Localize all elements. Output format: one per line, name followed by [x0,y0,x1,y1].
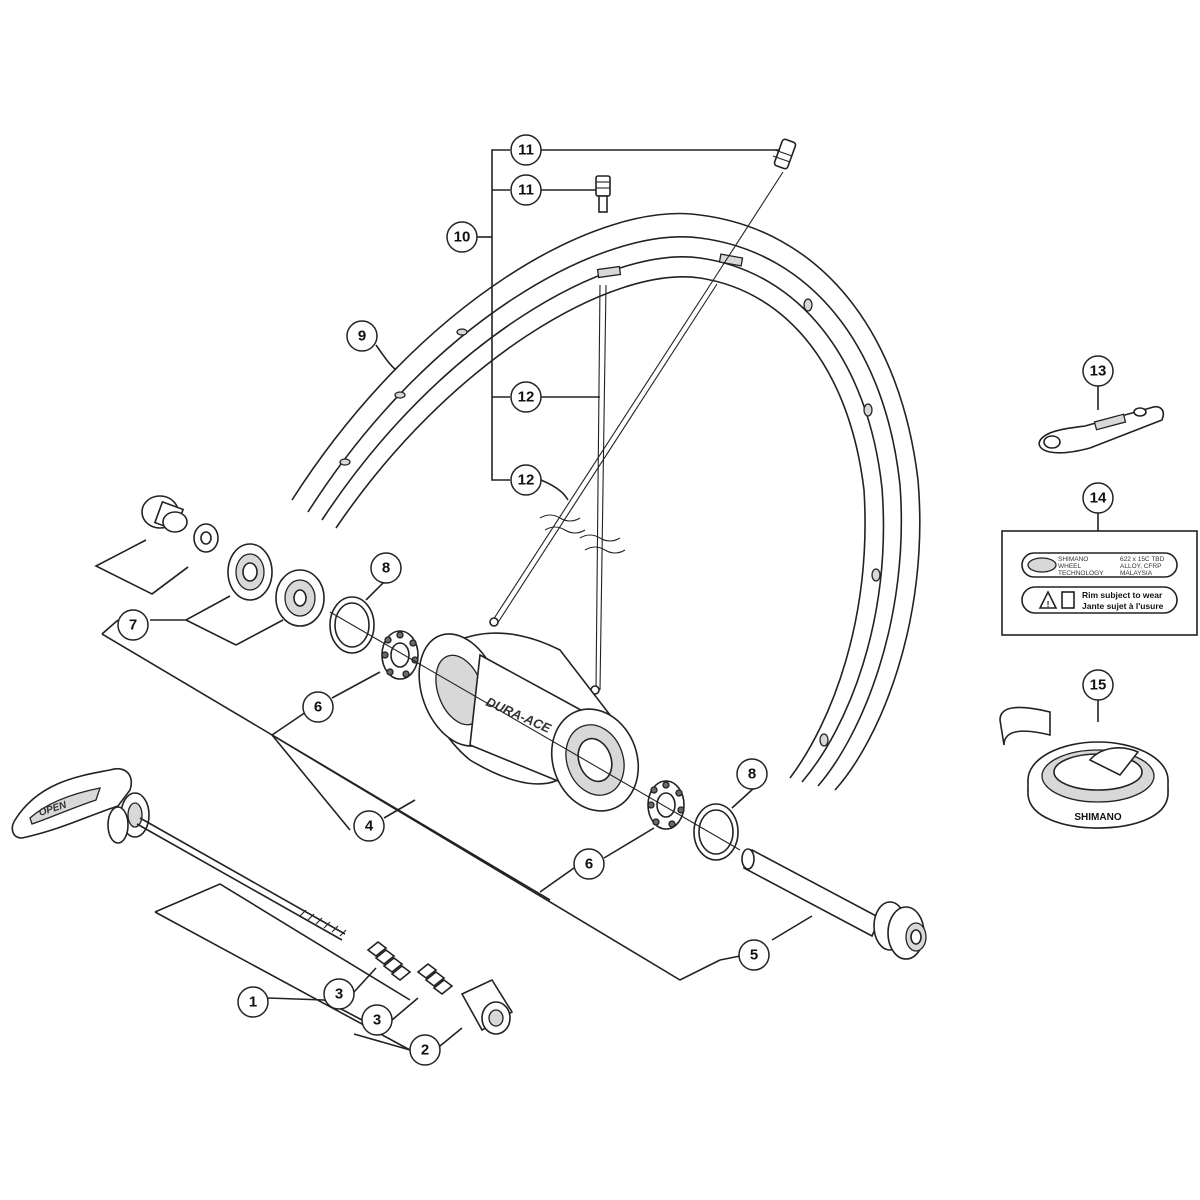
decal-wheel-text: WHEEL [1058,563,1082,570]
decal-size-text: 622 x 15C TBD [1120,556,1165,563]
quick-release-skewer [136,817,347,941]
rim-spoke-hole [871,568,881,582]
callout-label: 12 [518,389,535,406]
callout-14: 14 [1082,482,1114,514]
quick-release-spring-1 [366,940,412,982]
rim-spoke-hole [394,391,406,399]
spacer-washer-left [193,523,219,553]
cone-left [275,569,325,627]
callout-3-upper: 3 [323,978,355,1010]
callout-4: 4 [353,810,385,842]
callout-label: 11 [518,182,534,199]
callout-label: 2 [421,1042,429,1059]
bearing-right [647,780,685,830]
decal-origin-text: MALAYSIA [1120,570,1153,577]
rim-spoke-hole [819,733,829,747]
callout-label: 15 [1090,677,1107,694]
callout-label: 12 [518,472,535,489]
callout-label: 13 [1090,363,1107,380]
callout-label: 10 [454,229,471,246]
quick-release-spring-2 [416,962,454,996]
callout-label: 3 [373,1012,381,1029]
svg-text:!: ! [1047,599,1050,609]
lock-nut-left [227,543,273,601]
hub-axle [329,611,927,960]
spokes [489,171,784,695]
decal-warning-english: Rim subject to wear [1082,590,1163,600]
decal-material-text: ALLOY, CFRP [1120,563,1161,570]
manual-icon [1061,591,1075,609]
rim-spoke-hole [803,298,813,312]
tape-brand: SHIMANO [1074,812,1121,823]
callout-2: 2 [409,1034,441,1066]
callout-8-left: 8 [370,552,402,584]
rim-spoke-hole [339,458,351,466]
callout-label: 14 [1090,490,1107,507]
callout-15: 15 [1082,669,1114,701]
callout-label: 6 [314,699,322,716]
callout-label: 1 [249,994,257,1011]
callout-3-lower: 3 [361,1004,393,1036]
callout-12-lower: 12 [510,464,542,496]
callout-label: 7 [129,617,137,634]
callout-label: 6 [585,856,593,873]
rim-spoke-hole [863,403,873,417]
decal-warning-french: Jante sujet à l'usure [1082,601,1164,611]
warning-icon [1038,590,1058,609]
callout-label: 3 [335,986,343,1003]
spoke-nipple-top-right [772,138,797,170]
callout-label: 8 [748,766,756,783]
decal-technology-text: TECHNOLOGY [1058,570,1104,577]
callout-11-center: 11 [510,174,542,206]
callout-8-right: 8 [736,758,768,790]
rim-valve-slot [596,265,622,279]
callout-13: 13 [1082,355,1114,387]
decal-brand-text: SHIMANO [1058,556,1088,563]
callout-label: 11 [518,142,534,159]
callout-label: 5 [750,947,758,964]
hub-body: DURA-ACE [418,632,640,812]
callout-label: 8 [382,560,390,577]
rim-decal: SHIMANO WHEEL TECHNOLOGY 622 x 15C TBD A… [1001,530,1198,636]
callout-label: 4 [365,818,374,835]
callout-label: 9 [358,328,366,345]
callout-11-top: 11 [510,134,542,166]
quick-release-lever: OPEN [11,768,150,844]
callout-6-right: 6 [573,848,605,880]
callout-12-upper: 12 [510,381,542,413]
rim-valve-slot [718,253,744,267]
spoke-wrench [1038,405,1165,454]
callout-10: 10 [446,221,478,253]
rim-tape: SHIMANO [999,706,1169,829]
bearing-left [381,630,419,680]
seal-ring-right [693,803,739,861]
callout-7: 7 [117,609,149,641]
callout-5: 5 [738,939,770,971]
spoke-nipple-center [595,175,611,213]
callout-1: 1 [237,986,269,1018]
quick-release-nut [460,978,514,1035]
end-cap-left [141,495,188,533]
callout-6-left: 6 [302,691,334,723]
callout-9: 9 [346,320,378,352]
rim-spoke-hole [456,328,468,336]
